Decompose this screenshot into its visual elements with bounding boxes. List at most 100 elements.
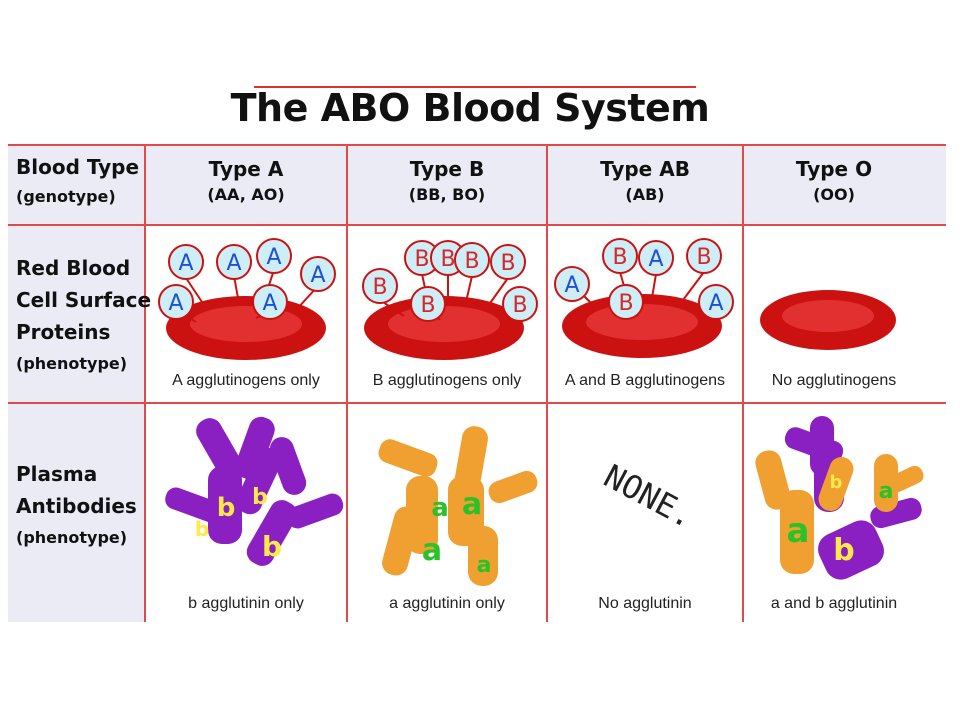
antibody-arm bbox=[235, 416, 275, 480]
surface-caption-type-ab: A and B agglutinogens bbox=[564, 372, 726, 389]
antigen-b-bubble bbox=[686, 238, 722, 274]
abo-table: Blood Type (genotype) Red Blood Cell Sur… bbox=[8, 144, 946, 622]
antigen-stalk bbox=[465, 275, 473, 303]
antibody-arm bbox=[818, 456, 854, 512]
surface-caption-type-b: B agglutinogens only bbox=[372, 372, 522, 389]
antigen-a-bubble bbox=[638, 240, 674, 276]
col-header-type-b: Type B (BB, BO) bbox=[348, 156, 546, 208]
antibody-arm bbox=[196, 418, 242, 478]
row-header-surface-sub: (phenotype) bbox=[16, 354, 128, 373]
antigen-b-label: B bbox=[420, 293, 435, 318]
antigen-b-label: B bbox=[372, 275, 387, 300]
rbc-type-ab-illustration: B A B A B A bbox=[554, 238, 734, 358]
grid-line-col3 bbox=[742, 144, 744, 622]
antigen-b-label: B bbox=[512, 293, 527, 318]
surface-caption-type-a: A agglutinogens only bbox=[172, 372, 320, 389]
antibody-b-label: b bbox=[217, 493, 236, 523]
grid-line-col0 bbox=[144, 144, 146, 622]
antibody-type-ab-illustration: NONE. bbox=[598, 457, 701, 536]
row-header-plasma-sub: (phenotype) bbox=[16, 528, 128, 547]
antibody-arm bbox=[236, 447, 282, 515]
antibody-type-o-illustration: b a a b bbox=[755, 416, 924, 580]
antibody-stem bbox=[468, 526, 498, 586]
antigen-a-bubble bbox=[554, 266, 590, 302]
antigen-a-bubble bbox=[168, 244, 204, 280]
antigen-stalk bbox=[651, 273, 657, 299]
col-header-type-ab: Type AB (AB) bbox=[548, 156, 742, 208]
antigen-a-label: A bbox=[708, 291, 723, 316]
header-col-bg bbox=[8, 144, 144, 622]
col-header-type-b-label: Type B bbox=[409, 157, 485, 181]
antibody-arm bbox=[378, 439, 438, 477]
antigen-a-bubble bbox=[252, 284, 288, 320]
red-blood-cell-dimple bbox=[782, 300, 874, 332]
row-header-blood-type-sub: (genotype) bbox=[16, 187, 116, 206]
antigen-b-label: B bbox=[464, 249, 479, 274]
plasma-caption-type-o: a and b agglutinin bbox=[770, 595, 898, 612]
antigen-b-bubble bbox=[362, 268, 398, 304]
antigen-a-label: A bbox=[226, 251, 241, 276]
row-header-surface-line3: Proteins bbox=[16, 320, 111, 344]
row-header-blood-type-label: Blood Type bbox=[16, 155, 140, 179]
antigen-b-bubble bbox=[502, 286, 538, 322]
antigen-b-label: B bbox=[414, 247, 429, 272]
plasma-caption-type-b: a agglutinin only bbox=[389, 595, 505, 612]
col-header-type-o-label: Type O bbox=[795, 157, 873, 181]
antibody-arm bbox=[286, 493, 344, 529]
grid-line-row2 bbox=[8, 402, 946, 404]
antigen-a-label: A bbox=[266, 245, 281, 270]
antigen-b-label: B bbox=[612, 245, 627, 270]
grid-line-row1 bbox=[8, 224, 946, 226]
col-header-type-a-label: Type A bbox=[208, 157, 284, 181]
antigen-b-bubble bbox=[608, 284, 644, 320]
antibody-a-label: a bbox=[422, 533, 442, 568]
antibody-a-label: a bbox=[431, 493, 449, 523]
antibody-a-label: a bbox=[477, 553, 492, 578]
antibody-arm bbox=[755, 450, 791, 510]
page-title: The ABO Blood System bbox=[230, 86, 710, 130]
antibody-b-label: b bbox=[252, 485, 268, 510]
antigen-b-label: B bbox=[696, 245, 711, 270]
antibody-arm bbox=[269, 437, 307, 495]
antigen-stalk bbox=[185, 277, 207, 309]
antigen-a-bubble bbox=[256, 238, 292, 274]
row-header-surface-line2: Cell Surface bbox=[16, 288, 152, 312]
antigen-b-bubble bbox=[454, 242, 490, 278]
antigen-b-bubble bbox=[490, 244, 526, 280]
antibody-b-label: b bbox=[833, 533, 854, 568]
antigen-a-label: A bbox=[564, 273, 579, 298]
antibody-a-label: a bbox=[787, 511, 810, 551]
antigen-a-label: A bbox=[310, 263, 325, 288]
antigen-b-label: B bbox=[440, 247, 455, 272]
antibody-arm bbox=[246, 500, 298, 566]
antibody-a-label: a bbox=[462, 487, 482, 522]
title-rule bbox=[254, 86, 696, 88]
row-header-plasma-line1: Plasma bbox=[16, 462, 98, 486]
antigen-a-bubble bbox=[698, 284, 734, 320]
surface-caption-type-o: No agglutinogens bbox=[771, 372, 897, 389]
antibody-stem bbox=[780, 490, 814, 574]
antibody-b-label: b bbox=[262, 530, 282, 563]
antibody-arm bbox=[382, 506, 420, 576]
col-header-type-o: Type O (OO) bbox=[744, 156, 924, 208]
row-header-surface: Red Blood Cell Surface Proteins (phenoty… bbox=[16, 252, 151, 380]
antibody-type-a-illustration: b b b b bbox=[165, 416, 344, 566]
row-header-surface-line1: Red Blood bbox=[16, 256, 131, 280]
antibody-stem bbox=[818, 520, 884, 580]
rbc-type-a-illustration: A A A A A A bbox=[158, 238, 336, 360]
row-header-blood-type: Blood Type (genotype) bbox=[16, 152, 139, 212]
col-header-type-o-genotype: (OO) bbox=[813, 185, 855, 204]
antigen-b-label: B bbox=[500, 251, 515, 276]
grid-line-col2 bbox=[546, 144, 548, 622]
row-header-plasma: Plasma Antibodies (phenotype) bbox=[16, 458, 137, 554]
rbc-type-o-illustration bbox=[760, 290, 896, 350]
antibody-stem bbox=[874, 454, 898, 512]
antigen-stalk bbox=[679, 271, 705, 305]
antibody-arm bbox=[888, 465, 924, 493]
col-header-type-ab-genotype: (AB) bbox=[625, 185, 665, 204]
plasma-caption-type-ab: No agglutinin bbox=[598, 595, 692, 612]
antigen-a-bubble bbox=[300, 256, 336, 292]
col-header-type-b-genotype: (BB, BO) bbox=[408, 185, 486, 204]
antigen-a-label: A bbox=[648, 247, 663, 272]
antigen-b-label: B bbox=[618, 291, 633, 316]
